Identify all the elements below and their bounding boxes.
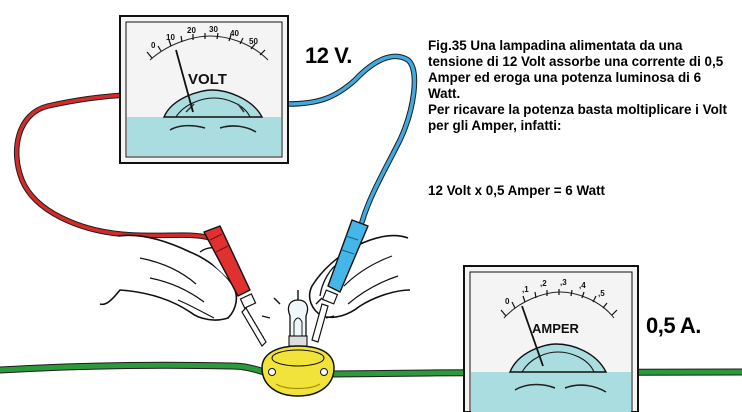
ammeter-tick-label: ,1 [522,285,529,294]
ammeter-tick-label: 0 [505,297,510,306]
lamp-holder [261,345,335,397]
ammeter-tick-label: ,4 [579,281,586,290]
ammeter-window [471,372,631,412]
figure-caption: Fig.35 Una lampadina alimentata da una t… [428,38,728,134]
voltmeter-scale-arc [146,32,269,61]
caption-paragraph: Per ricavare la potenza basta moltiplica… [428,102,727,133]
ammeter-tick-label: ,5 [598,289,605,298]
blue-probe [311,219,369,343]
ammeter-scale-arc [500,289,618,319]
ammeter-tick-label: ,2 [540,279,547,288]
light-bulb [261,290,335,397]
voltmeter-unit-label: VOLT [188,71,227,88]
voltmeter-tick-label: 20 [187,26,196,35]
red-probe [203,225,267,347]
positive-test-lead [285,53,418,225]
voltmeter-needle [175,49,194,113]
voltmeter-window [127,117,281,156]
ammeter-unit-label: AMPER [532,321,580,336]
voltmeter-tick-label: 30 [209,25,218,34]
ammeter: 0 ,1 ,2 ,3 ,4 ,5 AMPER [463,265,639,412]
ammeter-needle [521,305,544,367]
ammeter-tick-label: ,3 [560,278,567,287]
negative-test-lead [13,92,213,241]
voltmeter-tick-label: 10 [166,33,175,42]
voltmeter-tick-label: 40 [230,29,239,38]
voltage-reading: 12 V. [305,43,352,68]
caption-paragraph: Fig.35 Una lampadina alimentata da una t… [428,38,724,101]
current-reading: 0,5 A. [646,313,701,338]
power-equation: 12 Volt x 0,5 Amper = 6 Watt [428,183,605,198]
voltmeter-tick-label: 0 [151,41,156,50]
light-rays [261,290,335,319]
voltmeter: 0 10 20 30 40 50 VOLT [119,15,289,164]
voltmeter-tick-label: 50 [249,37,258,46]
